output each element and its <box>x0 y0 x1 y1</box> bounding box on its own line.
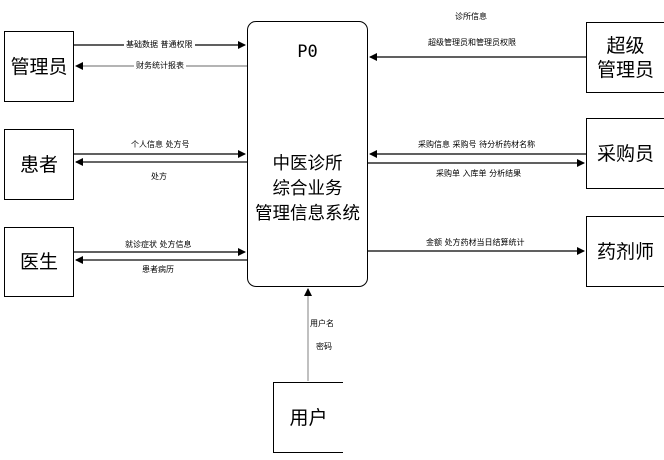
flow-user-in-label-line1: 用户名 <box>310 319 334 328</box>
process-p0: P0 中医诊所 综合业务 管理信息系统 <box>247 21 368 287</box>
flow-purchaser-in-label: 采购信息 采购号 待分析药材名称 <box>418 140 536 149</box>
flow-user-in-label-line2: 密码 <box>316 342 332 351</box>
entity-doctor-label: 医生 <box>19 251 58 273</box>
process-name-line2: 综合业务 <box>272 179 343 199</box>
entity-user: 用户 <box>273 382 343 453</box>
entity-pharmacist-label: 药剂师 <box>596 240 654 263</box>
entity-pharmacist: 药剂师 <box>586 216 664 287</box>
flow-doctor-out-label: 患者病历 <box>142 265 174 274</box>
flow-purchaser-out-label: 采购单 入库单 分析结果 <box>436 169 522 178</box>
entity-doctor: 医生 <box>4 227 74 297</box>
process-name-line1: 中医诊所 <box>272 154 343 174</box>
flow-super-admin-in-label: 超级管理员和管理员权限 <box>428 38 516 47</box>
flow-doctor-in-label: 就诊症状 处方信息 <box>125 240 192 249</box>
entity-patient: 患者 <box>4 129 74 200</box>
entity-super-admin-label-line2: 管理员 <box>596 58 654 81</box>
entity-user-label: 用户 <box>289 406 328 429</box>
process-name: 中医诊所 综合业务 管理信息系统 <box>244 152 371 227</box>
entity-super-admin: 超级 管理员 <box>586 22 664 93</box>
flow-patient-out-label: 处方 <box>151 172 167 181</box>
flow-admin-out-label: 财务统计报表 <box>134 60 186 71</box>
entity-admin: 管理员 <box>4 31 74 102</box>
flow-pharmacist-out-label: 金额 处方药材当日结算统计 <box>426 238 525 247</box>
entity-super-admin-label-line1: 超级 <box>606 34 645 57</box>
entity-purchaser: 采购员 <box>586 118 664 189</box>
entity-patient-label: 患者 <box>19 153 58 176</box>
flow-patient-in-label: 个人信息 处方号 <box>131 140 190 149</box>
entity-purchaser-label: 采购员 <box>596 142 654 165</box>
entity-admin-label: 管理员 <box>10 55 68 78</box>
process-id: P0 <box>297 42 318 62</box>
process-name-line3: 管理信息系统 <box>255 204 360 224</box>
flow-super-admin-top-label: 诊所信息 <box>455 12 487 21</box>
flow-admin-in-label: 基础数据 普通权限 <box>124 39 195 50</box>
